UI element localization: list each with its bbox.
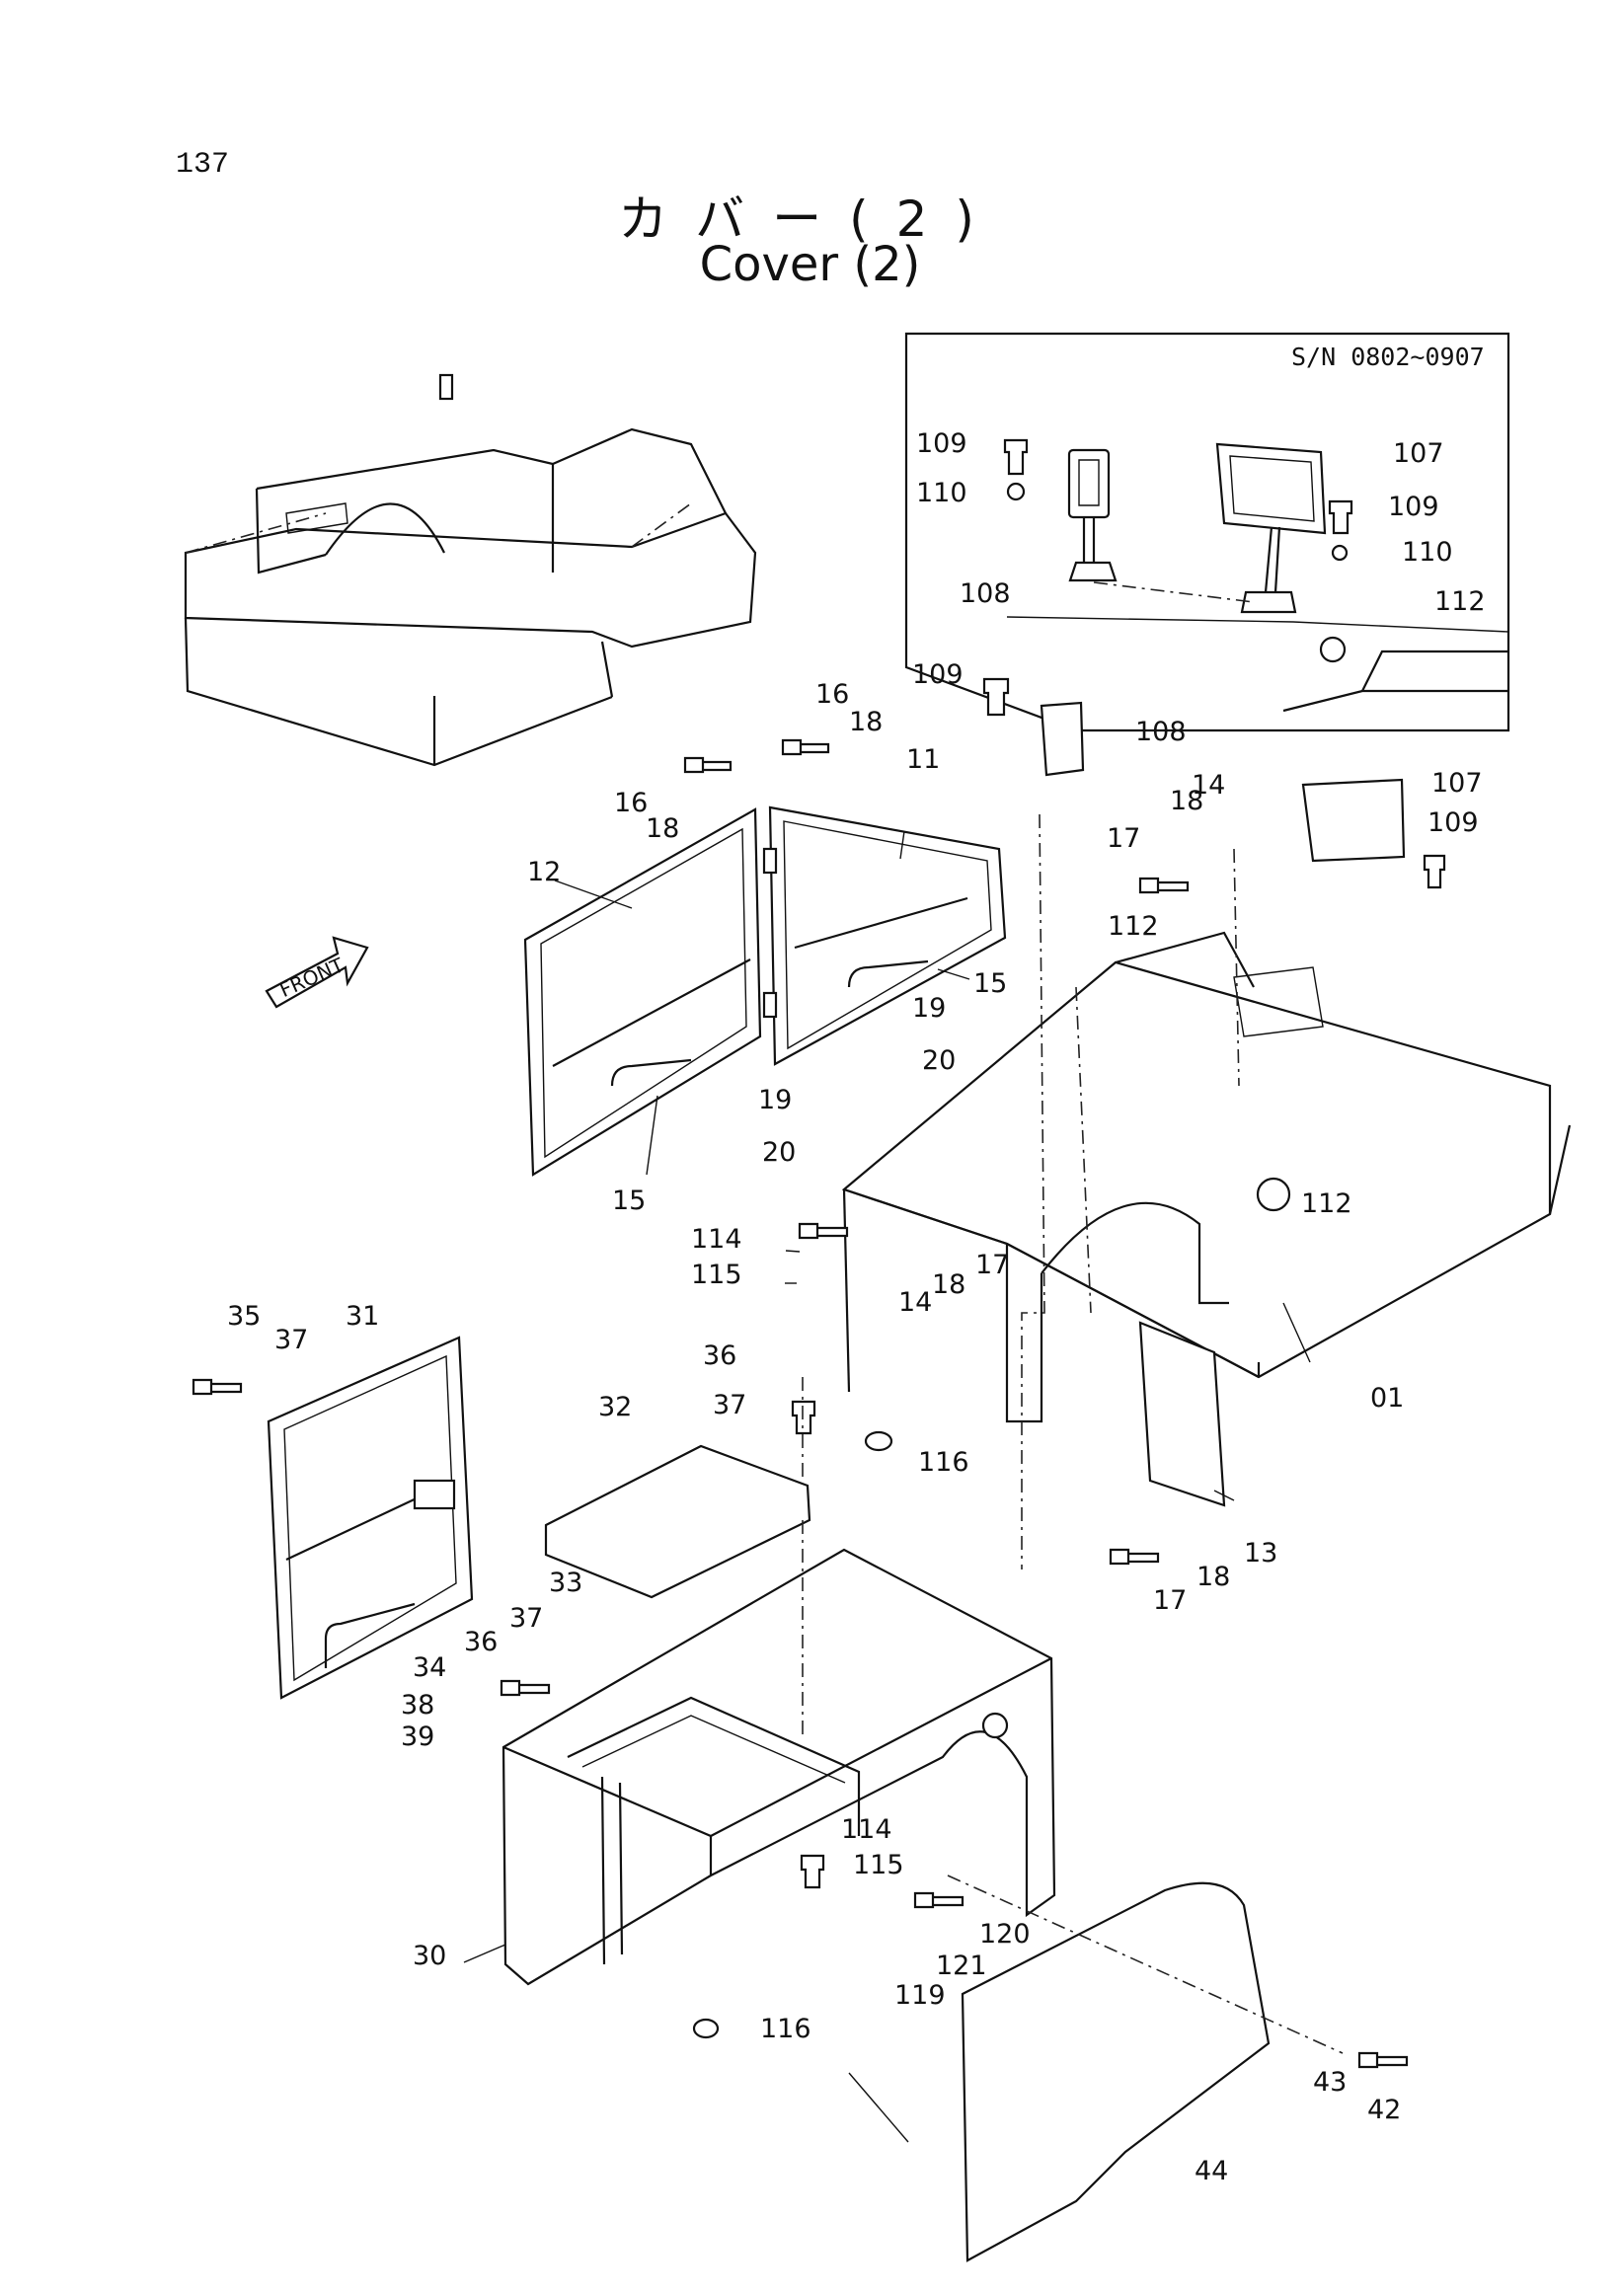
part-label: 112 [1108, 911, 1159, 942]
part-label: 18 [1170, 786, 1203, 816]
leader-lines [463, 813, 1344, 2143]
part-label: 18 [932, 1269, 965, 1300]
part-label: 19 [912, 993, 946, 1024]
part-label: 13 [1244, 1538, 1277, 1569]
part-label: 121 [936, 1951, 987, 1981]
part-label: 39 [401, 1722, 434, 1752]
part-label: 110 [916, 478, 967, 508]
part-label: 109 [1427, 807, 1479, 838]
part-label: 108 [960, 578, 1011, 609]
part-label: 43 [1313, 2067, 1347, 2098]
machine-overview [184, 373, 757, 767]
large-mirror-shape [1215, 442, 1327, 535]
part-label: 14 [1192, 770, 1225, 801]
part-label: 112 [1434, 586, 1486, 617]
part-label: 20 [922, 1045, 956, 1076]
front-arrow: FRONT [265, 936, 369, 1009]
part-label: 109 [1388, 492, 1439, 522]
part-label: 31 [346, 1301, 379, 1332]
side-panel-13 [1138, 1321, 1226, 1507]
part-label: 11 [906, 744, 940, 775]
part-label: 33 [549, 1568, 582, 1598]
part-label: 01 [1370, 1383, 1404, 1414]
part-label: 30 [413, 1941, 446, 1971]
part-label: 109 [916, 428, 967, 459]
part-label: 32 [598, 1392, 632, 1422]
part-label: 12 [527, 857, 561, 887]
part-label: 17 [975, 1250, 1009, 1280]
part-label: 15 [612, 1186, 646, 1216]
part-label: 20 [762, 1137, 796, 1168]
part-label: 114 [691, 1224, 742, 1255]
rear-panel-44 [961, 1881, 1271, 2262]
part-label: 15 [973, 968, 1007, 999]
serial-range-label: S/N 0802~0907 [1291, 343, 1485, 371]
part-label: 109 [912, 659, 964, 690]
part-label: 16 [815, 679, 849, 710]
part-labels: 109 110 107 109 110 108 112 109 108 107 … [227, 428, 1486, 2186]
serial-inset: S/N 0802~0907 [904, 332, 1510, 732]
part-label: 110 [1402, 537, 1453, 568]
part-label: 16 [614, 788, 648, 818]
part-label: 18 [1196, 1562, 1230, 1592]
part-label: 18 [849, 707, 883, 737]
part-label: 35 [227, 1301, 261, 1332]
part-label: 116 [918, 1447, 969, 1478]
part-label: 115 [691, 1260, 742, 1290]
part-label: 115 [853, 1850, 904, 1880]
part-label: 37 [713, 1390, 746, 1420]
page-number: 137 [176, 148, 230, 182]
top-plate-32 [544, 1444, 811, 1599]
part-label: 19 [758, 1085, 792, 1115]
part-label: 18 [646, 813, 679, 844]
part-label: 120 [979, 1919, 1031, 1950]
part-label: 14 [898, 1287, 932, 1318]
part-label: 37 [274, 1325, 308, 1355]
front-label: FRONT [275, 953, 347, 1002]
part-label: 37 [509, 1603, 543, 1634]
part-label: 44 [1195, 2156, 1228, 2186]
title-english: Cover (2) [699, 237, 921, 292]
part-label: 34 [413, 1652, 446, 1683]
part-label: 119 [894, 1980, 946, 2011]
part-label: 17 [1153, 1585, 1187, 1616]
part-label: 107 [1431, 768, 1483, 799]
part-label: 36 [464, 1627, 498, 1657]
main-cover-assembly [841, 848, 1572, 1423]
door-assembly-upper [523, 805, 1007, 1177]
part-label: 112 [1301, 1188, 1352, 1219]
title-japanese: カバー(2) [618, 191, 1002, 248]
part-label: 17 [1107, 823, 1140, 854]
part-label: 38 [401, 1690, 434, 1721]
part-label: 108 [1135, 717, 1187, 747]
part-label: 114 [841, 1814, 892, 1845]
part-label: 42 [1367, 2095, 1401, 2125]
lower-cover-assembly [501, 1548, 1056, 1986]
part-label: 36 [703, 1340, 736, 1371]
part-label: 107 [1393, 438, 1444, 469]
door-assembly-lower [267, 1336, 474, 1700]
part-label: 116 [760, 2014, 811, 2044]
fasteners [192, 677, 1446, 2069]
